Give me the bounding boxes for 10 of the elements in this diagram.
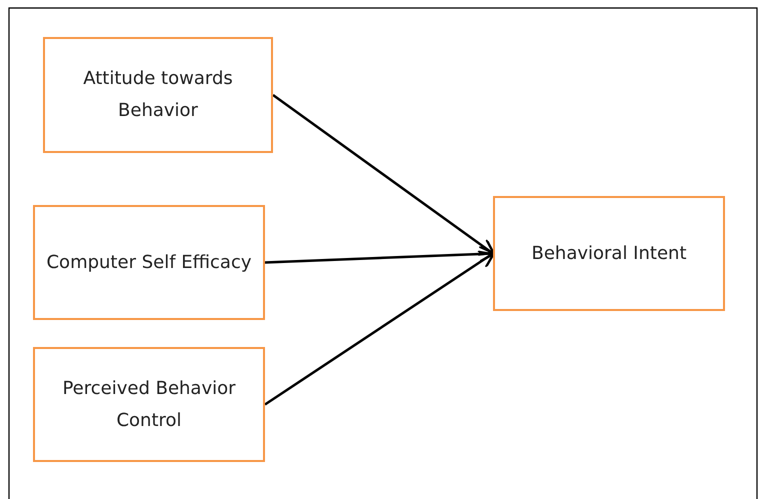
arrow (264, 251, 496, 406)
concept-box (33, 347, 265, 462)
concept-box (33, 205, 265, 320)
box-label: Perceived Behavior Control (61, 376, 237, 432)
box-label: Computer Self Efficacy (45, 250, 252, 274)
box-label: Behavioral Intent (530, 242, 688, 266)
box-label: Attitude towards Behavior (82, 67, 234, 123)
concept-box (493, 196, 725, 311)
concept-box (43, 37, 273, 153)
arrow (272, 94, 496, 256)
